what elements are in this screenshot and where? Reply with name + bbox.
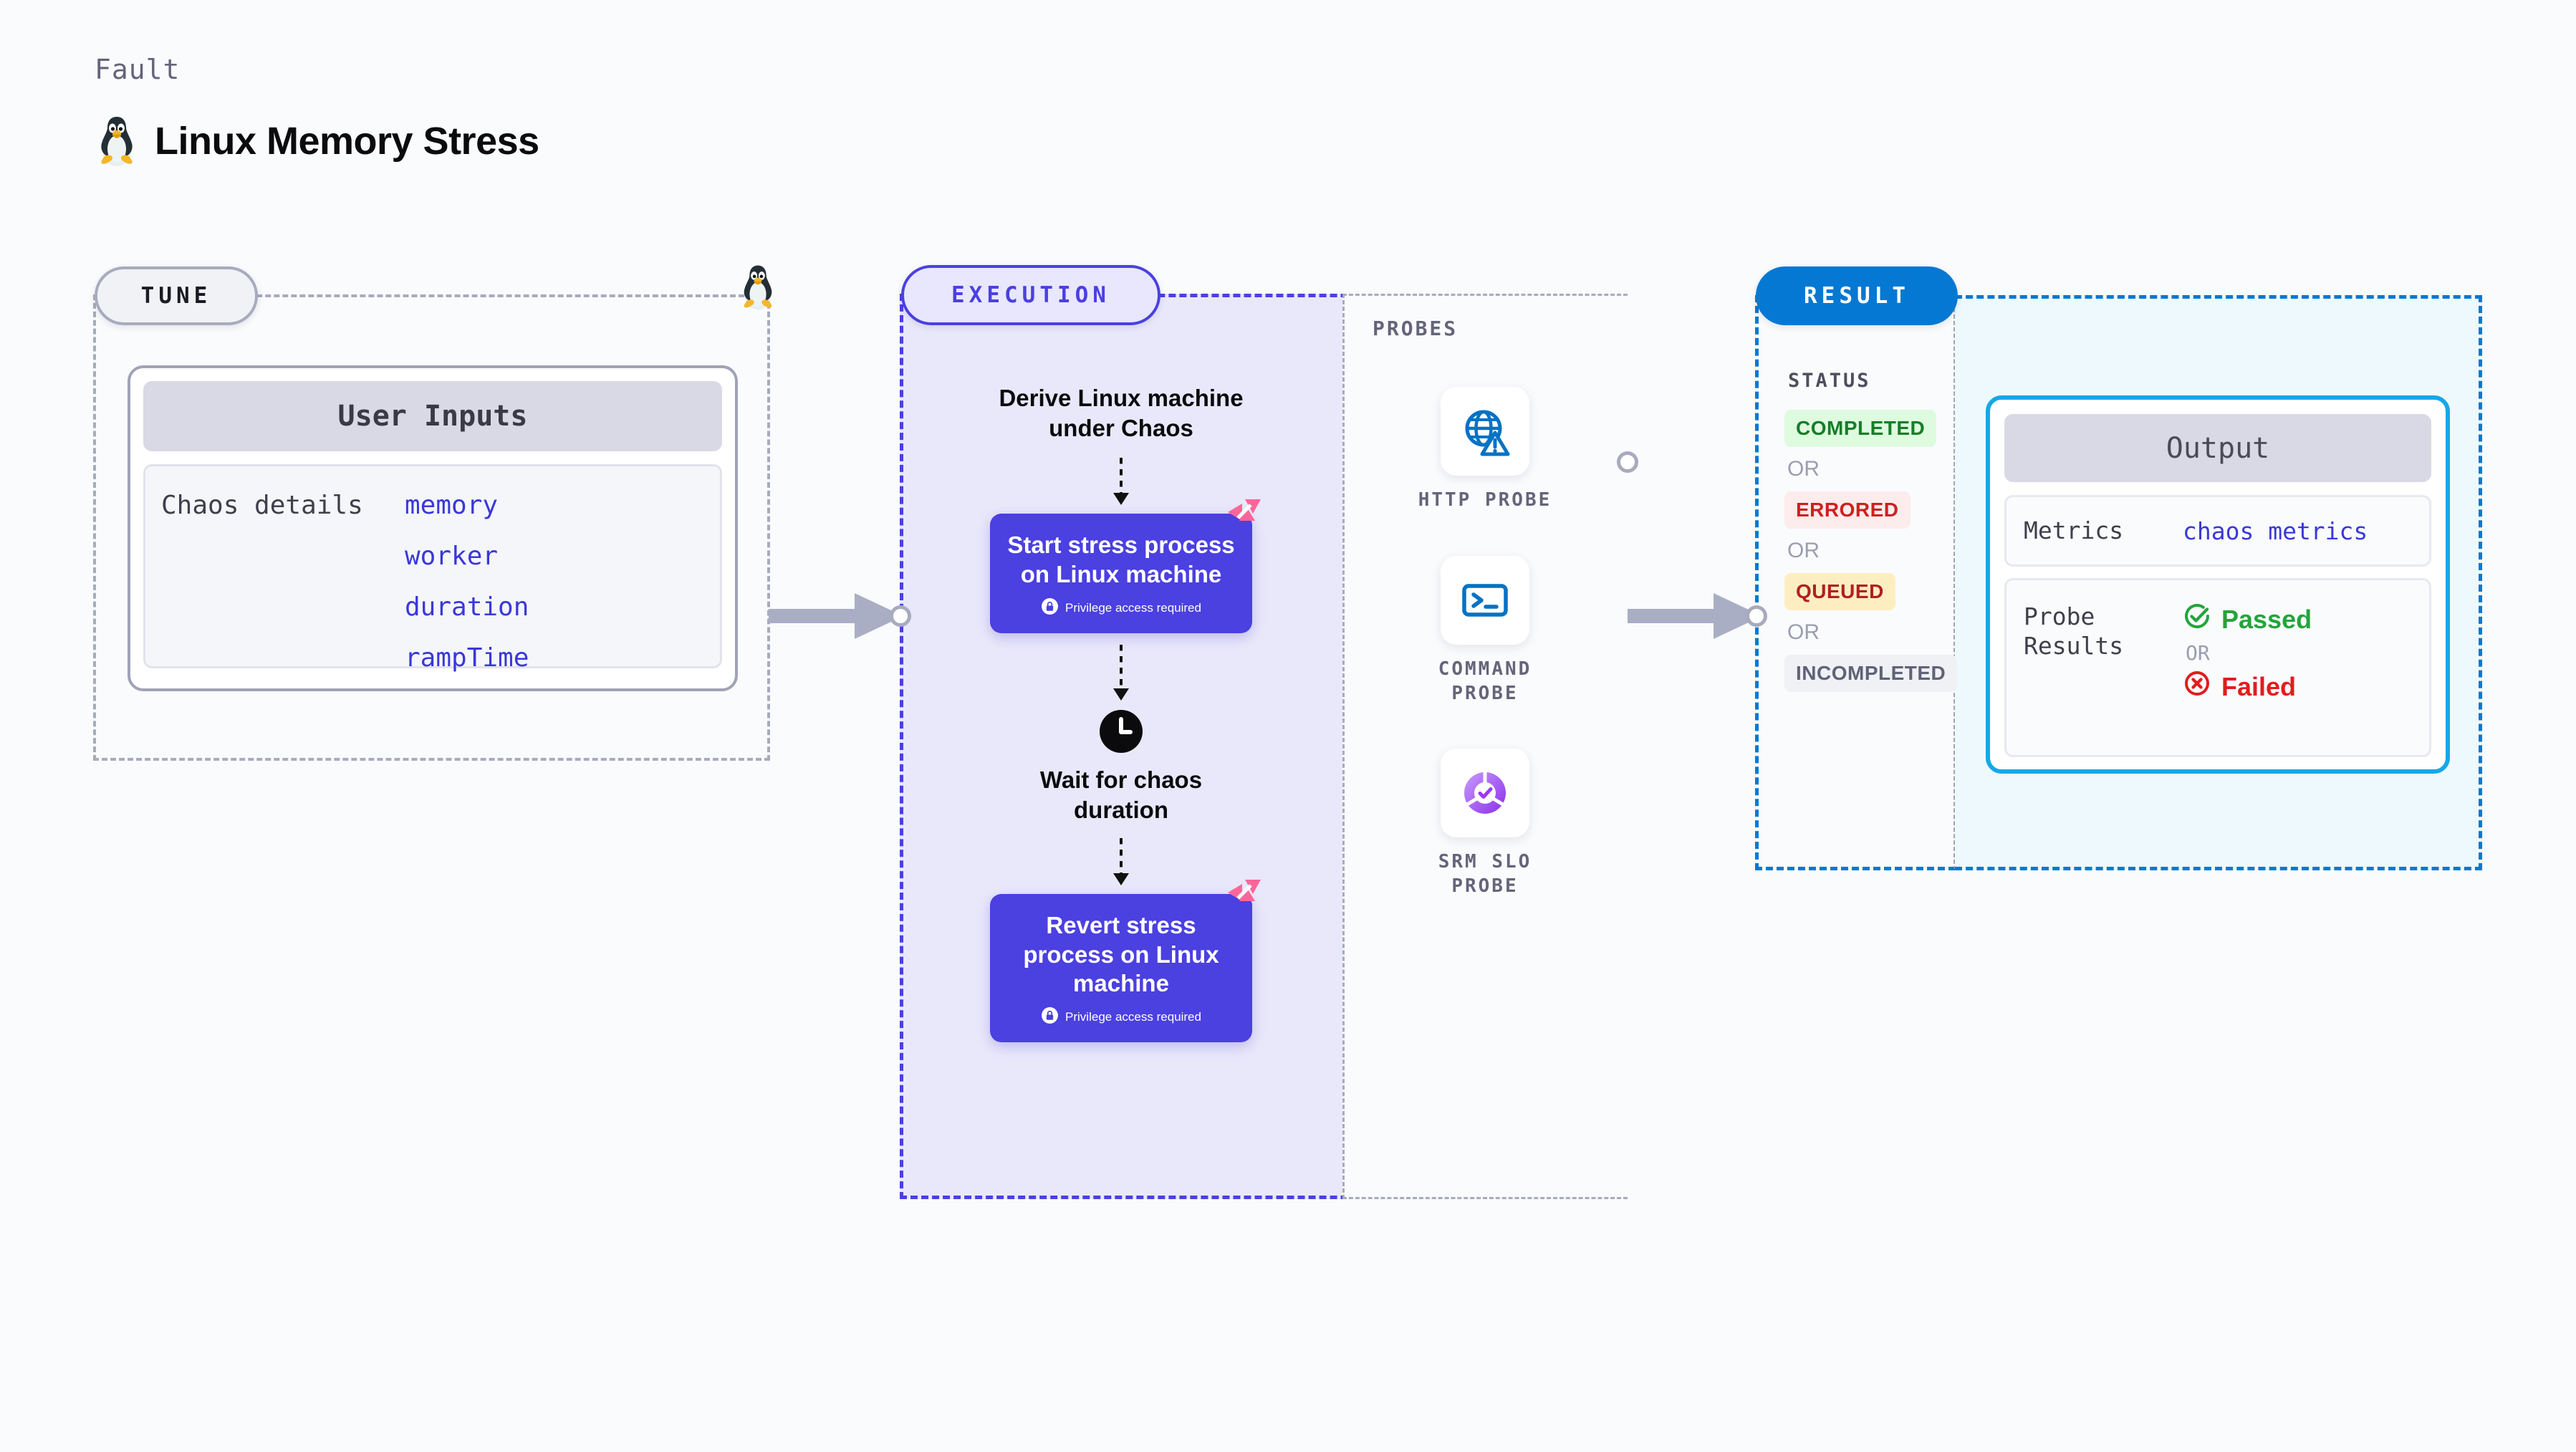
privilege-note: Privilege access required [1003, 597, 1239, 619]
privilege-note: Privilege access required [1003, 1006, 1239, 1028]
probe-item-command[interactable]: COMMAND PROBE [1438, 555, 1532, 706]
chaos-param-ramptime[interactable]: rampTime [405, 643, 529, 673]
connector-node-result-in [1746, 605, 1767, 627]
status-badge-errored: ERRORED [1784, 491, 1911, 529]
user-inputs-body: Chaos details memory worker duration ram… [143, 464, 722, 673]
chaos-param-worker[interactable]: worker [405, 542, 499, 571]
status-or-label: OR [1787, 620, 1820, 644]
chaos-param-memory[interactable]: memory [405, 491, 499, 520]
execution-flow: Derive Linux machine under Chaos Start s… [900, 294, 1342, 1199]
globe-warning-icon [1440, 387, 1529, 476]
status-list: COMPLETED OR ERRORED OR QUEUED OR INCOMP… [1784, 410, 1958, 692]
probe-result-passed: Passed [2183, 602, 2312, 637]
flow-arrow-3 [1120, 838, 1123, 885]
probes-label: PROBES [1373, 317, 1458, 340]
probe-results-row: Probe Results Passed OR [2004, 578, 2431, 757]
exec-step-revert-stress[interactable]: Revert stress process on Linux machine P… [990, 880, 1261, 1043]
user-inputs-card: User Inputs Chaos details memory worker … [128, 365, 738, 691]
probe-results-values: Passed OR Failed [2183, 602, 2312, 755]
status-label: STATUS [1788, 370, 1871, 392]
probe-item-srm-slo[interactable]: SRM SLO PROBE [1438, 749, 1532, 899]
execution-section-pill[interactable]: EXECUTION [901, 265, 1160, 325]
probe-caption: SRM SLO PROBE [1438, 851, 1532, 898]
exec-step-start-stress[interactable]: Start stress process on Linux machine Pr… [990, 499, 1261, 633]
metrics-row: Metrics chaos metrics [2004, 495, 2431, 567]
page-eyebrow: Fault [95, 54, 181, 85]
probe-result-passed-label: Passed [2221, 604, 2312, 634]
result-section-pill[interactable]: RESULT [1756, 266, 1958, 325]
output-card: Output Metrics chaos metrics Probe Resul… [1986, 395, 2450, 774]
tune-section-pill[interactable]: TUNE [95, 266, 258, 325]
chaos-param-duration[interactable]: duration [405, 592, 529, 622]
status-or-label: OR [1787, 457, 1820, 481]
harness-logo-icon [1224, 496, 1265, 534]
status-or-label: OR [1787, 539, 1820, 562]
harness-logo-icon [1224, 877, 1265, 915]
probe-caption: COMMAND PROBE [1438, 658, 1532, 704]
x-circle-icon [2183, 669, 2211, 704]
status-badge-completed: COMPLETED [1784, 410, 1937, 447]
probe-caption: HTTP PROBE [1418, 489, 1552, 511]
probe-result-failed: Failed [2183, 669, 2312, 704]
connector-node-execution-in [890, 605, 911, 627]
flow-arrow-1 [1120, 458, 1123, 504]
clock-icon [1099, 709, 1143, 754]
slo-donut-check-icon [1440, 749, 1529, 838]
probe-item-http[interactable]: HTTP PROBE [1418, 387, 1552, 513]
check-circle-icon [2183, 602, 2211, 637]
probe-result-or-label: OR [2186, 641, 2210, 665]
status-badge-queued: QUEUED [1784, 573, 1895, 610]
connector-arrow-execution-to-result [1628, 593, 1762, 639]
page-title: Linux Memory Stress [155, 120, 539, 163]
exec-step-derive-machine: Derive Linux machine under Chaos [999, 385, 1244, 442]
linux-tux-icon [95, 115, 139, 168]
exec-step-title: Revert stress process on Linux machine [1023, 912, 1219, 996]
exec-step-wait-duration: Wait for chaos duration [1039, 766, 1203, 824]
metrics-key: Metrics [2024, 516, 2124, 545]
connector-node-probes [1617, 451, 1638, 473]
privilege-note-label: Privilege access required [1065, 1010, 1201, 1024]
chaos-params-list: memory worker duration rampTime [405, 491, 529, 673]
probe-results-key: Probe Results [2024, 602, 2124, 660]
tune-section-frame [93, 294, 770, 761]
probe-result-failed-label: Failed [2221, 671, 2297, 701]
exec-step-title: Start stress process on Linux machine [1007, 532, 1235, 587]
lock-icon [1041, 1006, 1059, 1028]
connector-arrow-tune-to-execution [769, 593, 903, 639]
chaos-details-label: Chaos details [161, 491, 363, 520]
probes-list: HTTP PROBE COMMAND PROBE [1342, 387, 1628, 899]
lock-icon [1041, 597, 1059, 619]
page-title-row: Linux Memory Stress [95, 115, 539, 168]
linux-tux-icon [738, 264, 778, 314]
status-badge-incompleted: INCOMPLETED [1784, 655, 1958, 692]
terminal-icon [1440, 555, 1529, 645]
user-inputs-title: User Inputs [143, 381, 722, 451]
metrics-value[interactable]: chaos metrics [2183, 516, 2368, 545]
privilege-note-label: Privilege access required [1065, 600, 1201, 615]
flow-arrow-2 [1120, 644, 1123, 699]
output-title: Output [2004, 414, 2431, 482]
